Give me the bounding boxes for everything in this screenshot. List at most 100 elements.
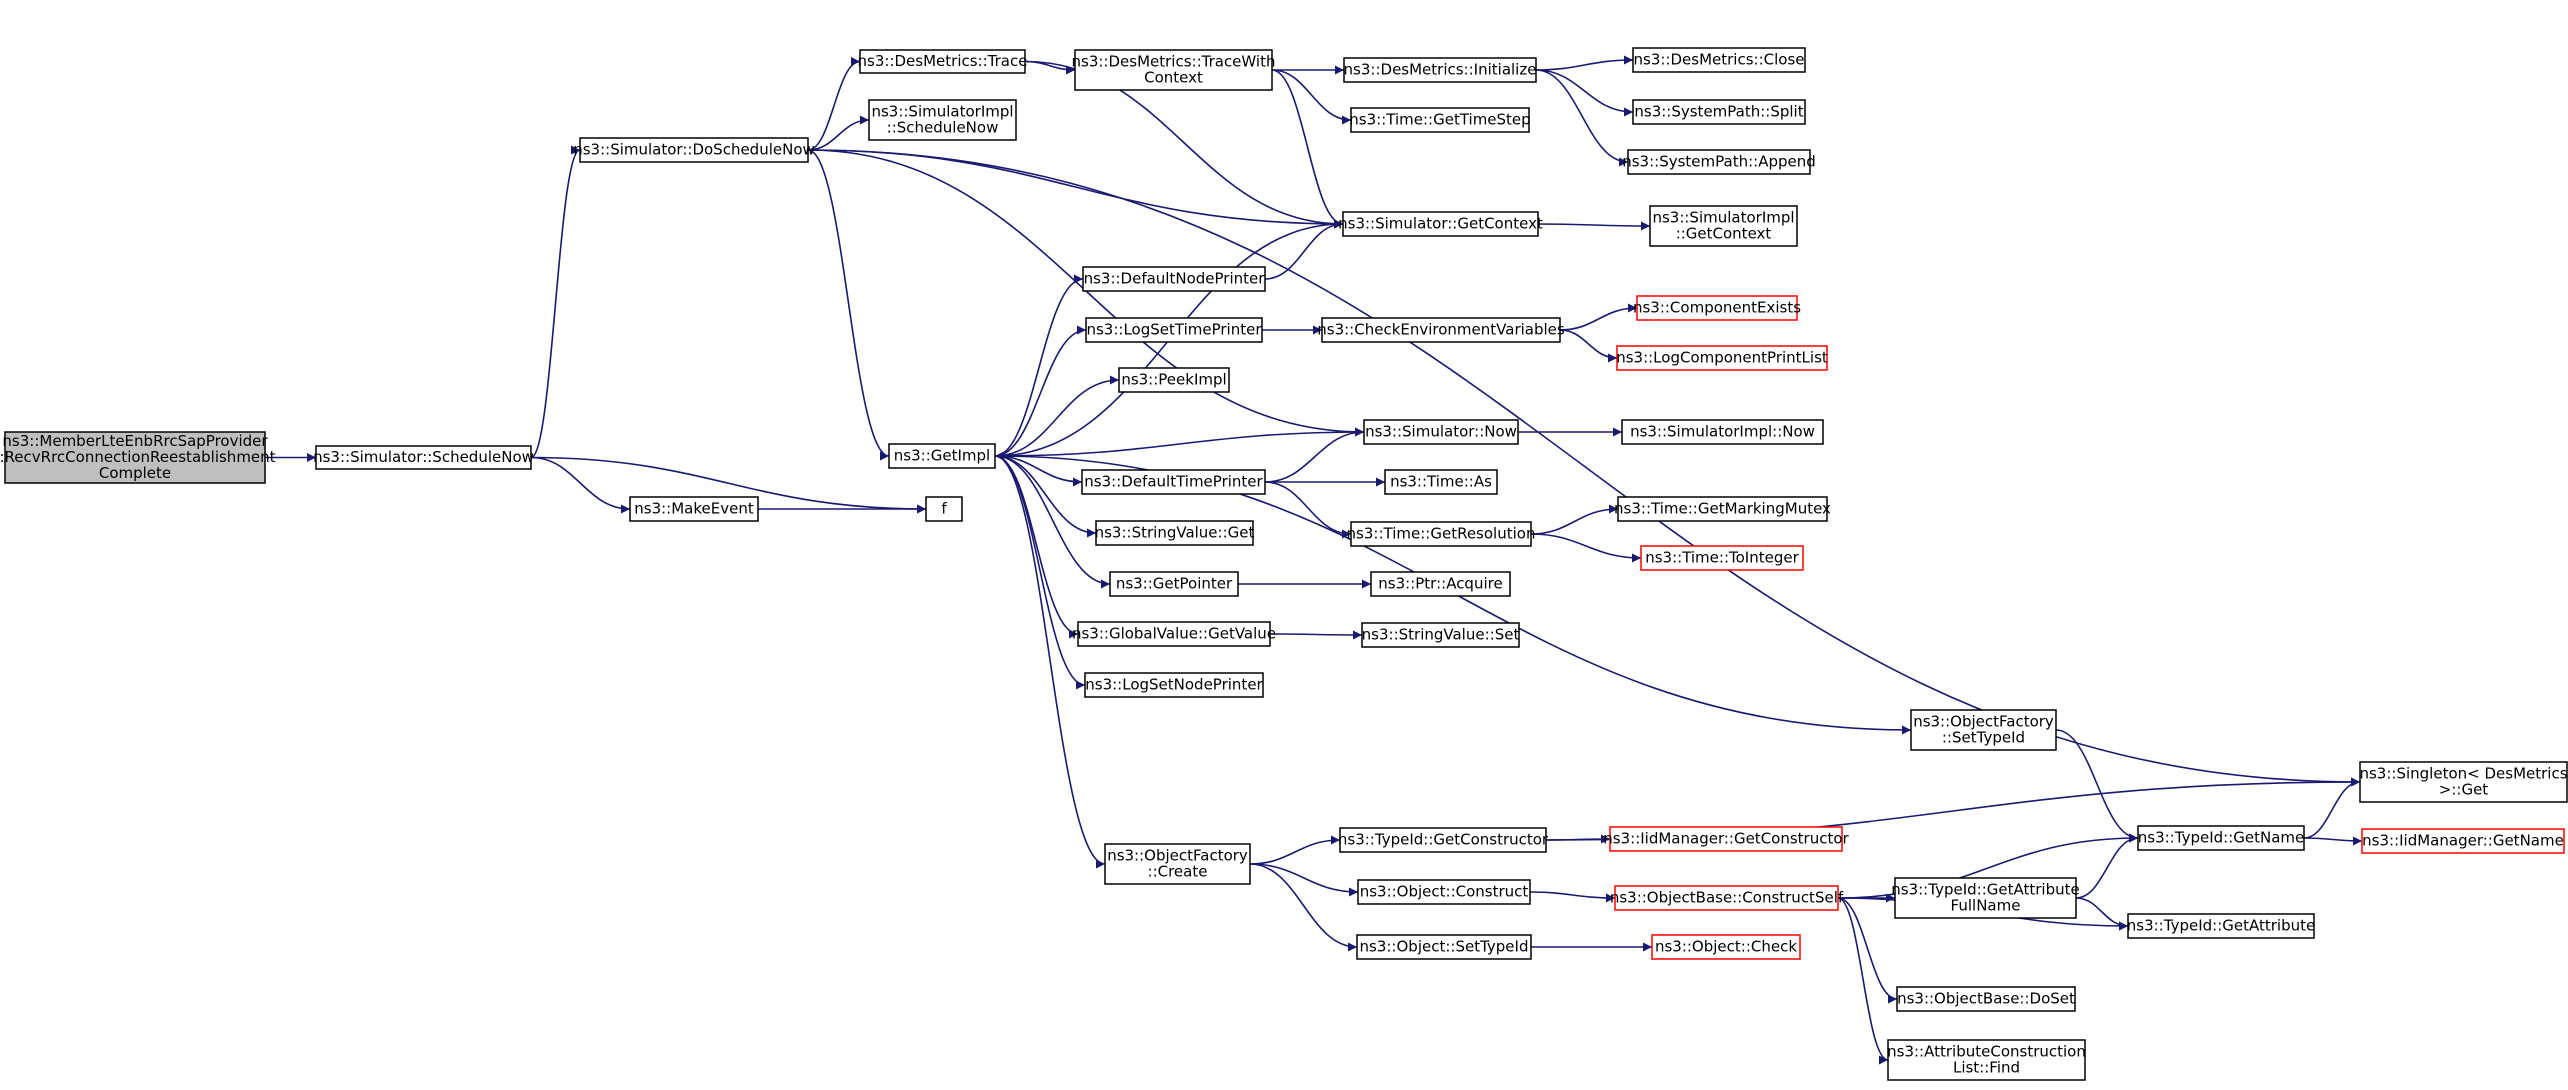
node-label: ns3::LogSetNodePrinter	[1085, 675, 1263, 693]
node-getMarkingMutex[interactable]: ns3::Time::GetMarkingMutex	[1614, 496, 1831, 522]
node-box	[1632, 47, 1806, 73]
node-root[interactable]: ns3::MemberLteEnbRrcSapProvider::RecvRrc…	[0, 431, 276, 484]
edge-checkEnv-to-logComponentPrintList	[1559, 329, 1618, 363]
node-objSetTypeId[interactable]: ns3::Object::SetTypeId	[1356, 934, 1532, 960]
edge-ofCreate-to-objSetTypeId	[1249, 863, 1358, 952]
node-globalGetValue[interactable]: ns3::GlobalValue::GetValue	[1072, 621, 1276, 647]
node-box	[1084, 672, 1264, 698]
node-scheduleNow[interactable]: ns3::Simulator::ScheduleNow	[313, 445, 534, 470]
node-sysSplit[interactable]: ns3::SystemPath::Split	[1632, 99, 1806, 125]
node-box	[1627, 149, 1811, 175]
node-label: ns3::Time::As	[1390, 472, 1492, 490]
call-edge	[994, 455, 1083, 487]
node-label: ns3::SystemPath::Split	[1634, 102, 1803, 120]
node-getTimeStep[interactable]: ns3::Time::GetTimeStep	[1349, 107, 1531, 133]
call-edge	[994, 325, 1087, 457]
node-box	[1350, 107, 1530, 133]
edge-objConstruct-to-constructSelf	[1529, 891, 1616, 903]
node-simImplNow[interactable]: ns3::SimulatorImpl::Now	[1621, 419, 1824, 445]
node-getImpl[interactable]: ns3::GetImpl	[888, 443, 996, 469]
node-ofSetTypeId[interactable]: ns3::ObjectFactory::SetTypeId	[1910, 709, 2057, 751]
node-label: ns3::CheckEnvironmentVariables	[1317, 320, 1565, 338]
edge-defaultTimePrinter-to-simNow	[1264, 427, 1365, 483]
node-simGetContext[interactable]: ns3::Simulator::GetContext	[1338, 211, 1543, 237]
node-logSetTimePrinter[interactable]: ns3::LogSetTimePrinter	[1085, 317, 1263, 343]
node-desTrace[interactable]: ns3::DesMetrics::Trace	[858, 49, 1028, 74]
node-ptrAcquire[interactable]: ns3::Ptr::Acquire	[1370, 571, 1511, 597]
edge-typeIdGetName-to-iidGetName	[2303, 836, 2363, 846]
call-edge	[1269, 630, 1363, 640]
node-stringValueSet[interactable]: ns3::StringValue::Set	[1361, 622, 1520, 648]
node-sysAppend[interactable]: ns3::SystemPath::Append	[1622, 149, 1816, 175]
node-label: ns3::ObjectBase::DoSet	[1897, 989, 2075, 1007]
call-edge	[1837, 897, 1889, 1065]
node-logSetNodePrinter[interactable]: ns3::LogSetNodePrinter	[1084, 672, 1264, 698]
node-label: ns3::Singleton< DesMetrics	[2359, 764, 2567, 782]
node-label: ns3::ComponentExists	[1633, 298, 1801, 316]
call-edge	[1559, 329, 1618, 363]
node-iidGetConstructor[interactable]: ns3::IidManager::GetConstructor	[1603, 826, 1850, 852]
call-edge	[2303, 777, 2361, 839]
call-edge	[1535, 55, 1634, 71]
node-f[interactable]: f	[925, 496, 963, 522]
node-defaultTimePrinter[interactable]: ns3::DefaultTimePrinter	[1081, 469, 1266, 495]
node-label: ns3::Object::Check	[1655, 937, 1797, 955]
node-box	[1118, 367, 1230, 393]
node-defaultNodePrinter[interactable]: ns3::DefaultNodePrinter	[1082, 266, 1266, 292]
node-componentExists[interactable]: ns3::ComponentExists	[1633, 295, 1801, 321]
edge-getResolution-to-toInteger	[1530, 533, 1642, 563]
node-box	[1095, 520, 1254, 546]
node-toInteger[interactable]: ns3::Time::ToInteger	[1640, 545, 1804, 571]
node-label: ns3::ObjectFactory	[1913, 712, 2054, 730]
node-checkEnv[interactable]: ns3::CheckEnvironmentVariables	[1317, 317, 1565, 343]
node-doScheduleNow[interactable]: ns3::Simulator::DoScheduleNow	[573, 137, 815, 163]
node-box	[1356, 934, 1532, 960]
edge-doScheduleNow-to-getImpl	[807, 149, 890, 461]
node-desClose[interactable]: ns3::DesMetrics::Close	[1632, 47, 1806, 73]
edge-desInitialize-to-desClose	[1535, 55, 1634, 71]
call-edge	[1837, 897, 1898, 1004]
node-doSet[interactable]: ns3::ObjectBase::DoSet	[1896, 986, 2076, 1012]
node-ofCreate[interactable]: ns3::ObjectFactory::Create	[1104, 843, 1251, 885]
node-label: ns3::Time::GetResolution	[1347, 524, 1536, 542]
node-simImplGetContext[interactable]: ns3::SimulatorImpl::GetContext	[1649, 205, 1798, 247]
node-box	[1636, 295, 1798, 321]
node-logComponentPrintList[interactable]: ns3::LogComponentPrintList	[1616, 345, 1828, 371]
node-peekImpl[interactable]: ns3::PeekImpl	[1118, 367, 1230, 393]
node-box	[868, 99, 1017, 141]
edge-checkEnv-to-componentExists	[1559, 303, 1638, 331]
edge-desInitialize-to-sysSplit	[1535, 69, 1634, 117]
node-label: ns3::Object::Construct	[1360, 882, 1529, 900]
node-typeIdGetName[interactable]: ns3::TypeId::GetName	[2137, 825, 2305, 851]
call-edge	[2303, 836, 2363, 846]
node-getPointer[interactable]: ns3::GetPointer	[1109, 571, 1239, 597]
node-simImplScheduleNow[interactable]: ns3::SimulatorImpl::ScheduleNow	[868, 99, 1017, 141]
call-edge	[994, 455, 1106, 869]
node-label: >::Get	[2439, 780, 2489, 798]
node-getResolution[interactable]: ns3::Time::GetResolution	[1347, 521, 1536, 547]
node-constructSelf[interactable]: ns3::ObjectBase::ConstructSelf	[1610, 885, 1844, 911]
call-edge	[1264, 481, 1352, 539]
node-stringValueGet[interactable]: ns3::StringValue::Get	[1095, 520, 1255, 546]
edge-desInitialize-to-sysAppend	[1535, 69, 1629, 167]
node-label: Context	[1144, 68, 1203, 86]
edge-constructSelf-to-attrListFind	[1837, 897, 1889, 1065]
node-objCheck[interactable]: ns3::Object::Check	[1651, 934, 1801, 960]
edge-getResolution-to-getMarkingMutex	[1530, 504, 1619, 535]
node-box	[1896, 986, 2076, 1012]
node-iidGetName[interactable]: ns3::IidManager::GetName	[2361, 828, 2565, 854]
node-getAttribute[interactable]: ns3::TypeId::GetAttribute	[2127, 913, 2315, 939]
edge-doScheduleNow-to-simGetContext	[807, 149, 1344, 229]
node-box	[629, 496, 759, 522]
node-timeAs[interactable]: ns3::Time::As	[1384, 469, 1498, 495]
node-objConstruct[interactable]: ns3::Object::Construct	[1357, 879, 1531, 905]
node-desInitialize[interactable]: ns3::DesMetrics::Initialize	[1343, 57, 1537, 83]
node-singletonGet[interactable]: ns3::Singleton< DesMetrics>::Get	[2359, 761, 2568, 803]
node-makeEvent[interactable]: ns3::MakeEvent	[629, 496, 759, 522]
node-getConstructor[interactable]: ns3::TypeId::GetConstructor	[1338, 827, 1549, 853]
node-label: ns3::AttributeConstruction	[1887, 1042, 2086, 1060]
node-simNow[interactable]: ns3::Simulator::Now	[1363, 419, 1519, 445]
